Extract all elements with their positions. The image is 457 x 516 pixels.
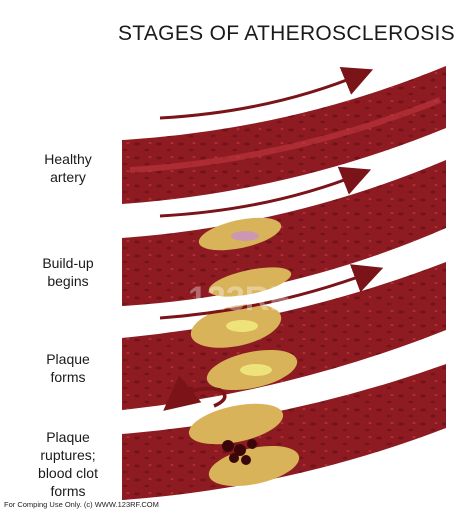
plaque-core — [226, 320, 258, 332]
plaque-core — [231, 231, 259, 241]
copyright-footer: For Comping Use Only. (c) WWW.123RF.COM — [4, 500, 159, 509]
watermark: 123RF — [188, 280, 290, 318]
plaque-core — [240, 364, 272, 376]
